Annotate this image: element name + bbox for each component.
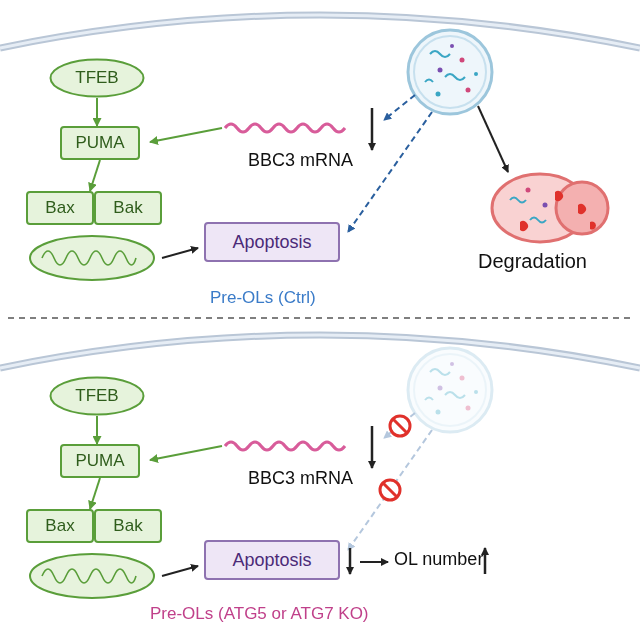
mrna-label: BBC3 mRNA (248, 468, 353, 489)
node-text: Bak (113, 198, 142, 218)
panel-label: Pre-OLs (Ctrl) (210, 288, 316, 308)
node-text: Bax (45, 198, 74, 218)
node-text: Bax (45, 516, 74, 536)
panel-label: Pre-OLs (ATG5 or ATG7 KO) (150, 604, 369, 624)
apoptosis-box: Apoptosis (204, 540, 340, 580)
mrna-label: BBC3 mRNA (248, 150, 353, 171)
activation-arrow (96, 416, 98, 444)
apoptosis-box: Apoptosis (204, 222, 340, 262)
bak-box: Bak (94, 509, 162, 543)
bax-box: Bax (26, 509, 94, 543)
activation-arrow (96, 98, 98, 126)
outcome-label: OL number (394, 549, 483, 570)
puma-box: PUMA (60, 444, 140, 478)
puma-box: PUMA (60, 126, 140, 160)
node-text: PUMA (75, 451, 124, 471)
activation-arrow (90, 478, 100, 509)
node-text: Apoptosis (232, 232, 311, 253)
node-text: Apoptosis (232, 550, 311, 571)
tfeb-ellipse: TFEB (49, 58, 145, 98)
activation-arrow (90, 160, 100, 191)
tfeb-ellipse: TFEB (49, 376, 145, 416)
node-text: TFEB (75, 68, 118, 88)
node-text: Bak (113, 516, 142, 536)
bak-box: Bak (94, 191, 162, 225)
node-text: TFEB (75, 386, 118, 406)
process-label: Degradation (478, 250, 587, 273)
node-text: PUMA (75, 133, 124, 153)
bax-box: Bax (26, 191, 94, 225)
